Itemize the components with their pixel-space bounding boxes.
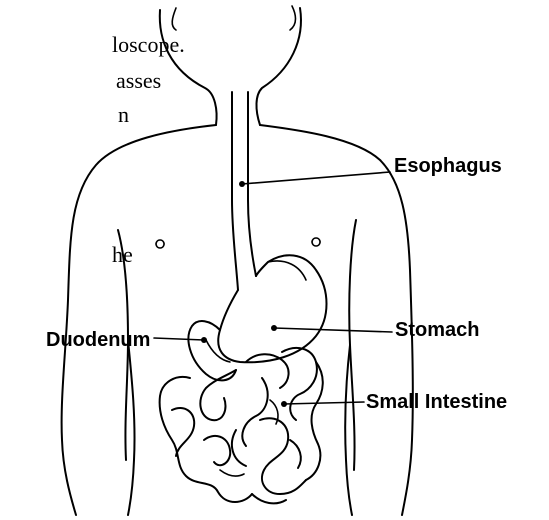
left-shoulder-outline (62, 125, 216, 515)
small-intestine-pointer-line (284, 402, 364, 404)
small-intestine-coils (160, 348, 323, 503)
label-esophagus: Esophagus (394, 156, 502, 176)
right-shoulder-outline (260, 125, 413, 515)
stomach-pointer-line (274, 328, 392, 332)
right-nipple (312, 238, 320, 246)
small-intestine-pointer-dot (281, 401, 287, 407)
duodenum-pointer-dot (201, 337, 207, 343)
stomach-pointer-dot (271, 325, 277, 331)
label-small-intestine: Small Intestine (366, 392, 507, 412)
label-stomach: Stomach (395, 320, 479, 340)
esophagus-outline-left (232, 92, 238, 290)
left-nipple (156, 240, 164, 248)
esophagus-pointer-dot (239, 181, 245, 187)
neck-left-outline (160, 10, 217, 125)
label-duodenum: Duodenum (46, 330, 150, 350)
torso-left-side (128, 340, 135, 515)
esophagus-pointer-line (242, 172, 390, 184)
stomach-outline (218, 255, 326, 362)
duodenum-pointer-line (154, 338, 204, 340)
